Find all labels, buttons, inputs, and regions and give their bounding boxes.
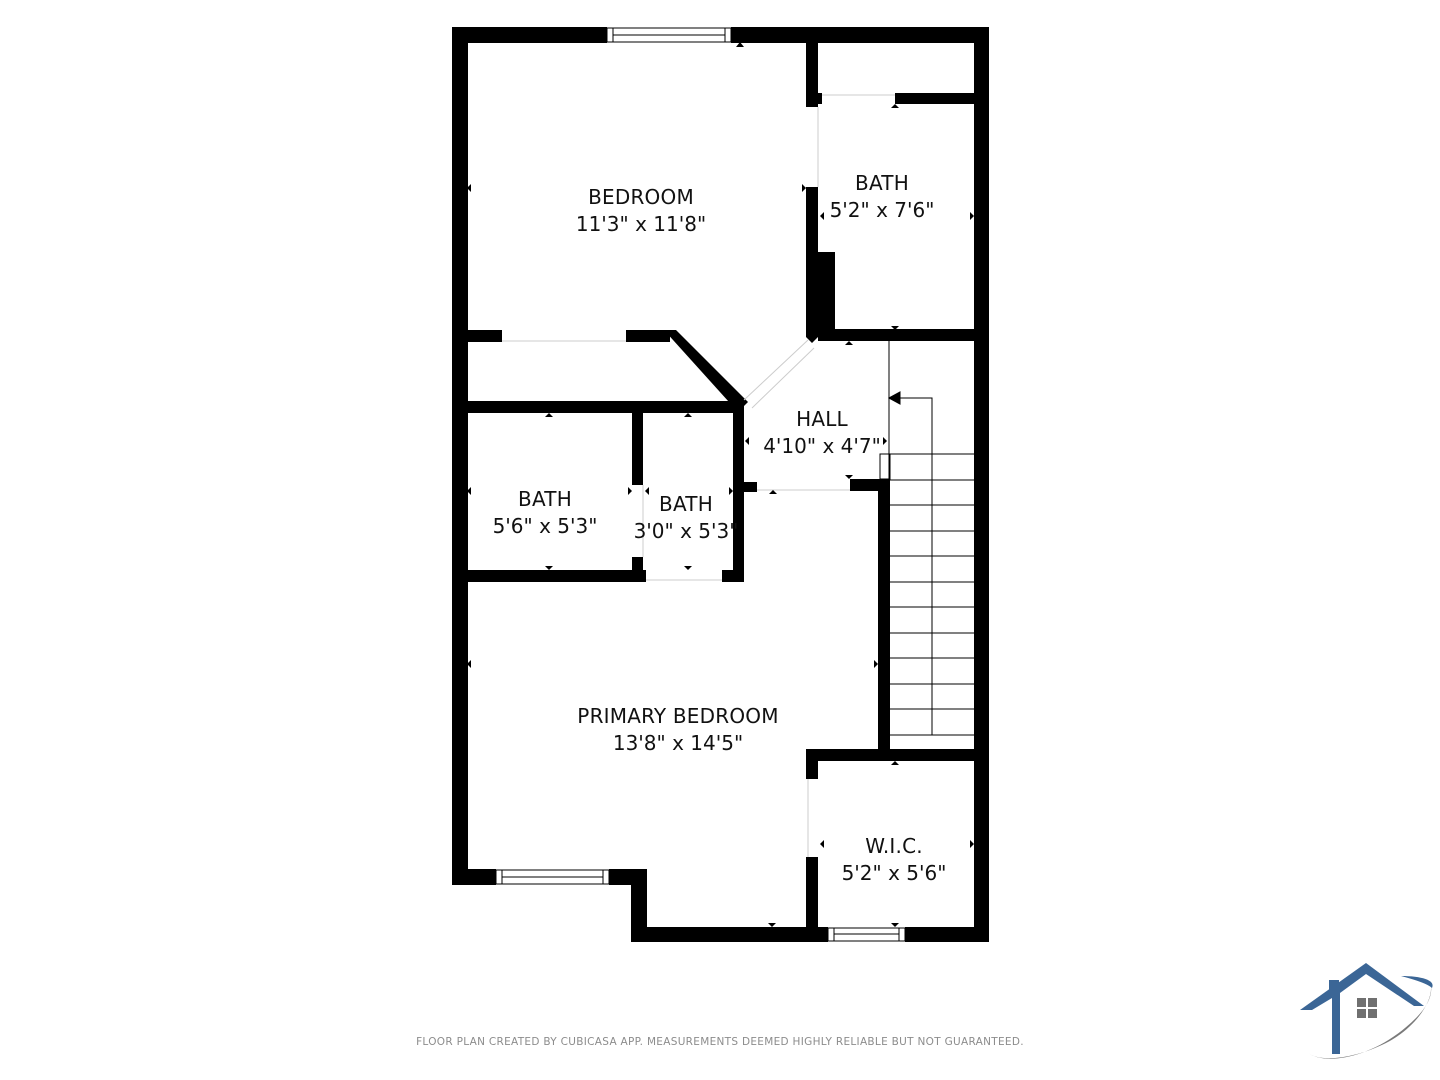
wall-wic-left-top (806, 749, 818, 779)
wall-baths-bottom-left (452, 570, 646, 582)
wall-bath-top (895, 93, 975, 104)
wall-bedroom-bottom-left (452, 330, 502, 342)
wall-stair-left (878, 479, 890, 751)
room-dimensions: 3'0" x 5'3" (633, 519, 739, 543)
wall-hall-stub-left (744, 482, 757, 492)
wall-bedroom-right-top (806, 27, 818, 107)
wall-wic-left-bottom (806, 857, 818, 942)
room-primary-bedroom[interactable]: PRIMARY BEDROOM 13'8" x 14'5" (577, 703, 778, 757)
dimension-markers (467, 42, 974, 927)
wall-bottom-left-a (452, 869, 496, 885)
room-name: PRIMARY BEDROOM (577, 704, 779, 728)
wall-left (452, 27, 468, 885)
wall-bedroom-bottom-right (626, 330, 670, 342)
wall-bath-divider-bottom (632, 557, 643, 582)
wall-top-left (452, 27, 607, 43)
room-name: BATH (855, 171, 909, 195)
room-bath-small[interactable]: BATH 3'0" x 5'3" (634, 491, 739, 545)
room-name: W.I.C. (865, 834, 923, 858)
wall-wic-top (806, 749, 989, 761)
wall-bottom-step (631, 869, 647, 942)
wall-bottom-right (905, 927, 989, 942)
room-name: BATH (518, 487, 572, 511)
wall-bath-top-stub (806, 93, 822, 104)
stairs[interactable] (879, 341, 974, 749)
room-bath-upper-right[interactable]: BATH 5'2" x 7'6" (830, 170, 935, 224)
room-dimensions: 5'6" x 5'3" (492, 514, 598, 538)
room-bedroom[interactable]: BEDROOM 11'3" x 11'8" (576, 184, 706, 238)
room-wic[interactable]: W.I.C. 5'2" x 5'6" (842, 833, 947, 887)
room-dimensions: 13'8" x 14'5" (612, 731, 744, 755)
room-name: BEDROOM (588, 185, 694, 209)
room-name: HALL (796, 407, 848, 431)
wall-corner-post (806, 331, 818, 343)
windows (495, 27, 906, 942)
room-dimensions: 4'10" x 4'7" (763, 434, 881, 458)
room-dimensions: 5'2" x 7'6" (829, 198, 935, 222)
wall-bath-small-right (733, 401, 744, 581)
wall-bottom-mid (631, 927, 828, 942)
room-hall[interactable]: HALL 4'10" x 4'7" (763, 406, 881, 460)
wall-bath-divider-top (632, 401, 643, 485)
room-bath-left[interactable]: BATH 5'6" x 5'3" (493, 486, 598, 540)
room-dimensions: 11'3" x 11'8" (575, 212, 707, 236)
wall-right (974, 27, 989, 942)
door-openings (502, 94, 895, 857)
room-name: BATH (659, 492, 713, 516)
wall-bath-pillar (818, 252, 835, 337)
house-logo-icon (1300, 963, 1433, 1059)
disclaimer-text: FLOOR PLAN CREATED BY CUBICASA APP. MEAS… (416, 1036, 1024, 1048)
stair-arrow-icon (887, 391, 901, 405)
wall-baths-top (452, 401, 744, 413)
wall-bedroom-right (806, 187, 818, 337)
walls (452, 27, 989, 942)
wall-baths-bottom-right (722, 570, 744, 582)
wall-top-right (731, 27, 989, 43)
room-dimensions: 5'2" x 5'6" (841, 861, 947, 885)
wall-bath-bottom (818, 329, 975, 341)
wall-diagonal (664, 330, 748, 412)
